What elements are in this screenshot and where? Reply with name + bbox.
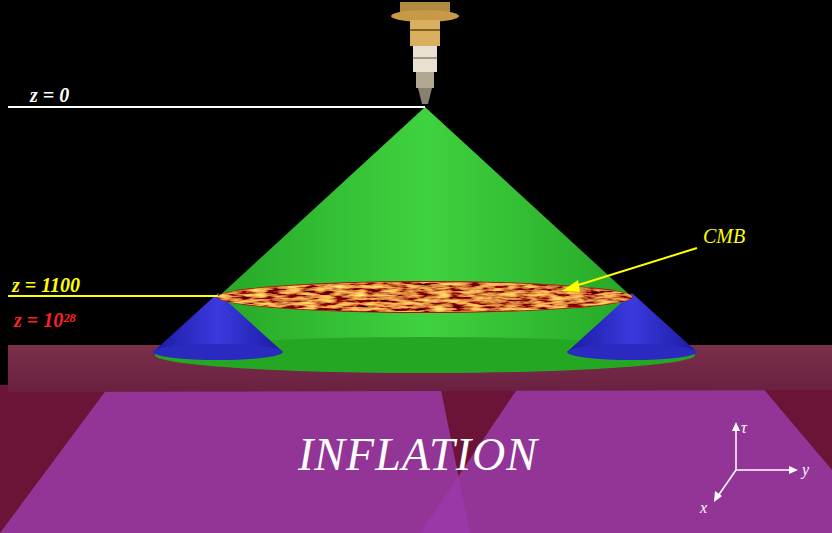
callout-label: CMB (703, 226, 745, 246)
horizon-cone-base (567, 344, 697, 360)
axis-label: τ (741, 420, 747, 436)
arrow-head (562, 280, 580, 292)
era-label: INFLATION (298, 432, 538, 478)
axis-label: x (700, 500, 707, 516)
redshift-line (8, 295, 218, 297)
inflation-ground (0, 385, 832, 533)
axes (714, 422, 798, 502)
redshift-label: z = 1100 (12, 275, 80, 295)
redshift-label: z = 10²⁸ (14, 310, 76, 330)
cmb-texture (215, 280, 635, 314)
redshift-label: z = 0 (30, 85, 69, 105)
leader-line (572, 248, 697, 287)
redshift-line (8, 106, 425, 108)
axis-label: y (802, 462, 809, 478)
horizon-cone-base (153, 344, 283, 360)
satellite (391, 2, 459, 104)
